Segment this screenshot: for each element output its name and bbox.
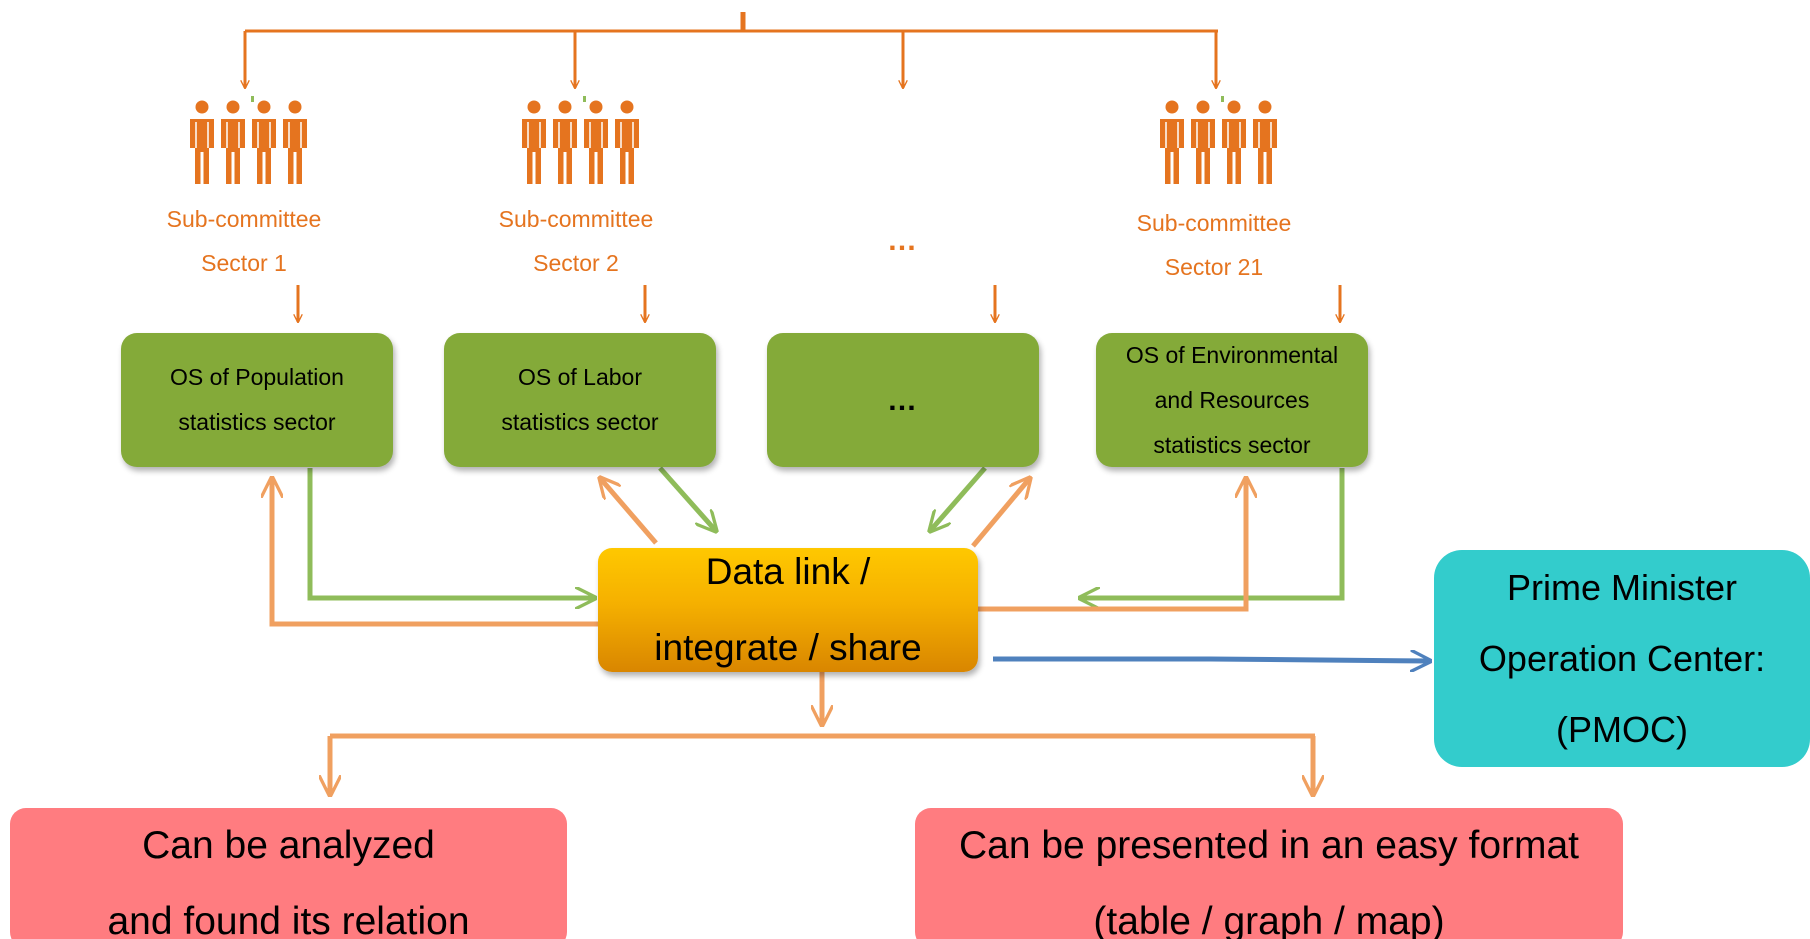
person-icon (1160, 100, 1184, 184)
data-link-box: Data link / integrate / share (598, 548, 978, 672)
output-line: Can be presented in an easy format (958, 824, 1580, 867)
subcommittee-sector: Sector 2 (533, 250, 619, 276)
person-icon (584, 100, 608, 184)
datalink-to-os-arrows (272, 478, 1246, 627)
os-box-environmental: OS of Environmental and Resources statis… (1096, 333, 1368, 467)
pmoc-line: (PMOC) (1556, 709, 1688, 750)
subcommittee-ellipsis: … (887, 224, 919, 257)
pmoc-line: Operation Center: (1478, 638, 1766, 679)
top-distribution-connector (245, 12, 1218, 88)
os-box-ellipsis: … (767, 333, 1039, 467)
output-line: Can be analyzed (142, 824, 435, 867)
data-link-line: integrate / share (654, 627, 922, 668)
datalink-to-outputs-connector (330, 672, 1315, 795)
subcommittee-title: Sub-committee (498, 206, 654, 232)
person-icon (221, 100, 245, 184)
os-box-line: statistics sector (1153, 431, 1311, 458)
person-icon (190, 100, 214, 184)
data-link-line: Data link / (705, 551, 871, 592)
person-icon (522, 100, 546, 184)
accent-mark (583, 96, 586, 102)
os-box-line: and Resources (1154, 386, 1310, 413)
os-box-line: statistics sector (501, 409, 659, 435)
pmoc-line: Prime Minister (1506, 567, 1738, 608)
people-group-icon (190, 96, 307, 184)
subcommittee-sector: Sector 1 (201, 250, 287, 276)
people-group-icon (522, 96, 639, 184)
person-icon (615, 100, 639, 184)
os-box-line: OS of Population (170, 364, 344, 390)
subcommittee-title: Sub-committee (166, 206, 322, 232)
output-box-analyzed: Can be analyzed and found its relation (10, 808, 567, 939)
output-box-presented: Can be presented in an easy format (tabl… (915, 808, 1623, 939)
person-icon (1222, 100, 1246, 184)
subcommittee-label-21: Sub-committee Sector 21 (1104, 201, 1324, 289)
person-icon (1253, 100, 1277, 184)
os-to-datalink-arrows (307, 466, 1345, 598)
os-box-line: OS of Labor (517, 364, 643, 390)
os-box-ellipsis-text: … (887, 383, 919, 417)
subcommittee-title: Sub-committee (1136, 210, 1292, 236)
os-box-line: statistics sector (178, 409, 336, 435)
person-icon (252, 100, 276, 184)
accent-mark (251, 96, 254, 102)
os-box-population: OS of Population statistics sector (121, 333, 393, 467)
os-box-line: OS of Environmental (1125, 341, 1339, 368)
person-icon (1191, 100, 1215, 184)
accent-mark (1221, 96, 1224, 102)
person-icon (283, 100, 307, 184)
subcommittee-sector: Sector 21 (1164, 254, 1264, 280)
pmoc-box: Prime Minister Operation Center: (PMOC) (1434, 550, 1810, 767)
subcommittee-label-2: Sub-committee Sector 2 (466, 197, 686, 285)
output-line: and found its relation (107, 900, 470, 939)
subcommittee-to-os-arrows (298, 285, 1340, 322)
people-group-icon (1160, 96, 1277, 184)
subcommittee-label-1: Sub-committee Sector 1 (134, 197, 354, 285)
os-box-labor: OS of Labor statistics sector (444, 333, 716, 467)
datalink-to-pmoc-arrow (993, 659, 1430, 661)
output-line: (table / graph / map) (1093, 900, 1445, 939)
person-icon (553, 100, 577, 184)
